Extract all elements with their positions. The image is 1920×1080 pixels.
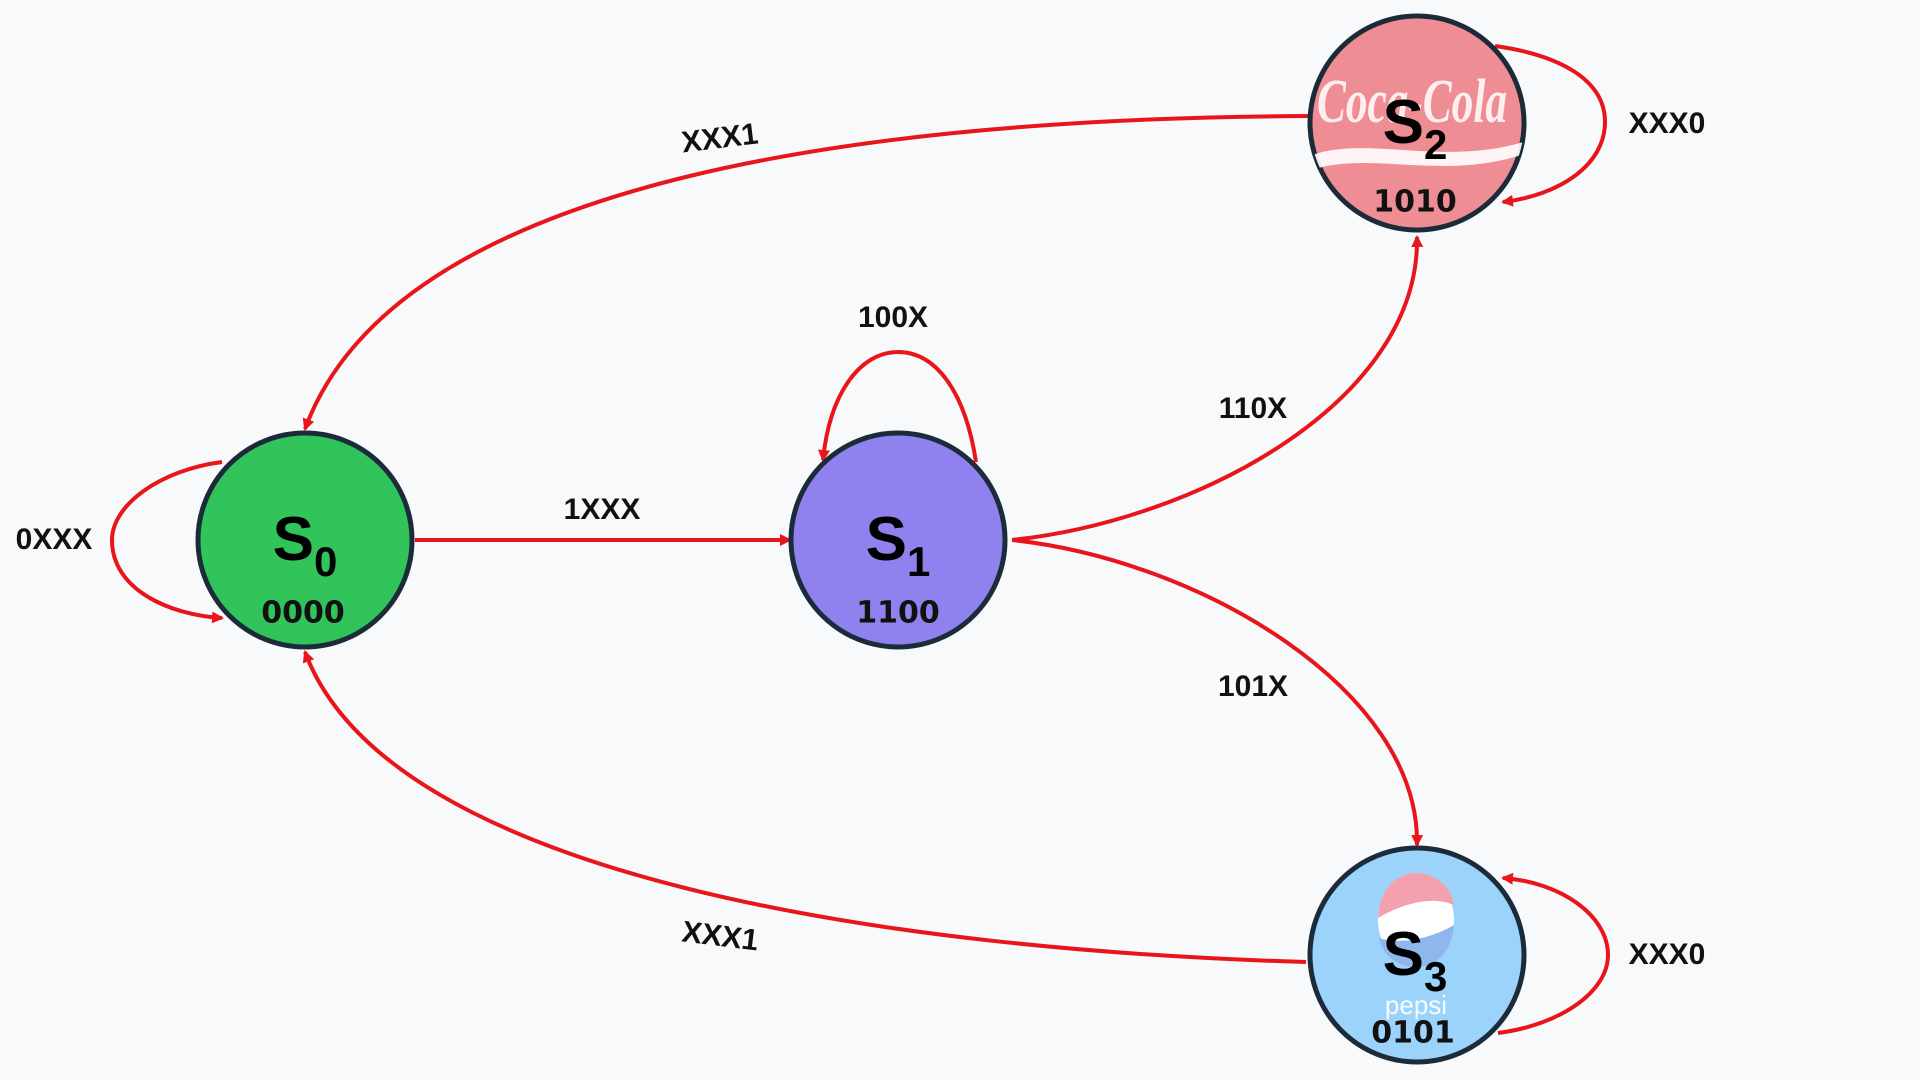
- label-s1-s2: 110X: [1219, 392, 1287, 425]
- label-s3-s0: XXX1: [680, 915, 760, 957]
- edge-s0-s0: [109, 460, 224, 624]
- transition-labels: 0XXX 1XXX 100X 110X 101X XXX0 XXX1 XXX0 …: [16, 107, 1706, 971]
- edge-s3-s0: [302, 650, 1307, 964]
- label-s0-s1: 1XXX: [564, 493, 641, 526]
- state-s1: S1 1100: [788, 430, 1008, 650]
- state-s1-circle: [788, 430, 1008, 650]
- label-s1-s1: 100X: [858, 301, 928, 334]
- edge-s1-s1: [818, 349, 978, 463]
- edge-s2-s2: [1494, 44, 1608, 207]
- state-s0: S0 0000: [195, 430, 415, 650]
- state-s3: pepsi S3 0101: [1307, 845, 1527, 1065]
- edge-s1-s2: [1011, 235, 1424, 542]
- label-s2-s2: XXX0: [1629, 107, 1706, 140]
- pepsi-logo: pepsi: [1378, 873, 1454, 1020]
- state-s2-name: S2: [1383, 88, 1448, 168]
- state-s0-code: 0000: [261, 596, 345, 631]
- svg-text:Coca-Cola: Coca-Cola: [1317, 68, 1507, 136]
- state-s3-code: 0101: [1371, 1016, 1455, 1051]
- state-s2-circle: [1307, 13, 1527, 233]
- state-s1-code: 1100: [856, 596, 940, 631]
- label-s2-s0: XXX1: [680, 117, 760, 159]
- label-s0-s0: 0XXX: [16, 523, 93, 556]
- state-s2: Coca-Cola S2 1010: [1307, 13, 1527, 233]
- state-s1-name: S1: [866, 505, 931, 585]
- transitions: [109, 44, 1611, 1035]
- state-s2-code: 1010: [1373, 185, 1457, 220]
- label-s3-s3: XXX0: [1629, 938, 1706, 971]
- edge-s3-s3: [1497, 872, 1611, 1035]
- label-s1-s3: 101X: [1218, 670, 1288, 703]
- state-s0-circle: [195, 430, 415, 650]
- edge-s2-s0: [302, 114, 1310, 431]
- state-s0-name: S0: [273, 505, 338, 585]
- edge-s1-s3: [1011, 538, 1424, 847]
- coca-cola-logo: Coca-Cola: [1310, 68, 1524, 175]
- svg-text:pepsi: pepsi: [1385, 990, 1447, 1020]
- state-s3-name: S3: [1383, 920, 1448, 1000]
